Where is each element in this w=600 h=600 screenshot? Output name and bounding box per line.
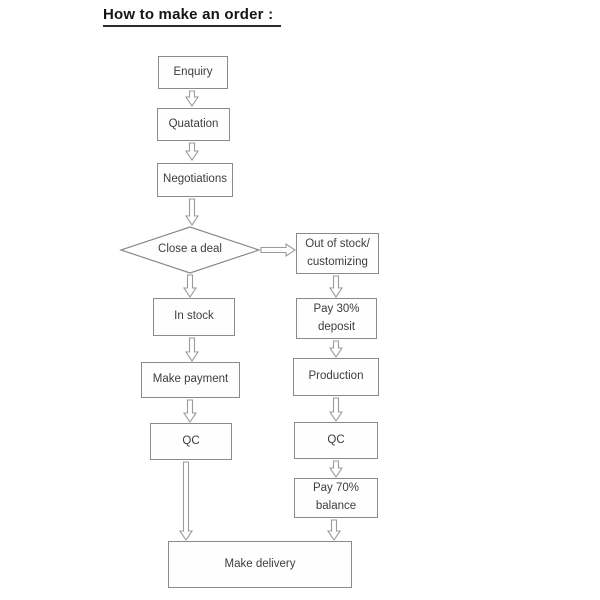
arrow-make-payment-to-qc [182, 399, 198, 423]
node-close-a-deal: Close a deal [158, 243, 222, 256]
arrow-in-stock-to-make-payment [184, 337, 200, 362]
arrow-balance-to-make-delivery [326, 519, 342, 541]
node-enquiry: Enquiry [158, 56, 228, 89]
arrow-out-of-stock-to-deposit [328, 275, 344, 298]
node-in-stock: In stock [153, 298, 235, 336]
node-out-of-stock: Out of stock/ customizing [296, 233, 379, 274]
node-production: Production [293, 358, 379, 396]
arrow-decision-to-in-stock [182, 274, 198, 298]
arrow-decision-to-out-of-stock [260, 242, 296, 258]
node-pay-70-balance: Pay 70% balance [294, 478, 378, 518]
node-make-delivery: Make delivery [168, 541, 352, 588]
node-quotation: Quatation [157, 108, 230, 141]
node-qc-right: QC [294, 422, 378, 459]
page-title: How to make an order : [103, 6, 282, 27]
arrow-qc-to-balance [328, 460, 344, 478]
arrow-enquiry-to-quotation [184, 90, 200, 107]
node-qc-left: QC [150, 423, 232, 460]
node-pay-30-deposit: Pay 30% deposit [296, 298, 377, 339]
node-make-payment: Make payment [141, 362, 240, 398]
node-negotiations: Negotiations [157, 163, 233, 197]
arrow-qc-to-make-delivery [178, 461, 194, 541]
decision-diamond-shape [119, 226, 261, 274]
arrow-quotation-to-negotiations [184, 142, 200, 161]
arrow-production-to-qc [328, 397, 344, 422]
arrow-deposit-to-production [328, 340, 344, 358]
arrow-negotiations-to-decision [184, 198, 200, 226]
